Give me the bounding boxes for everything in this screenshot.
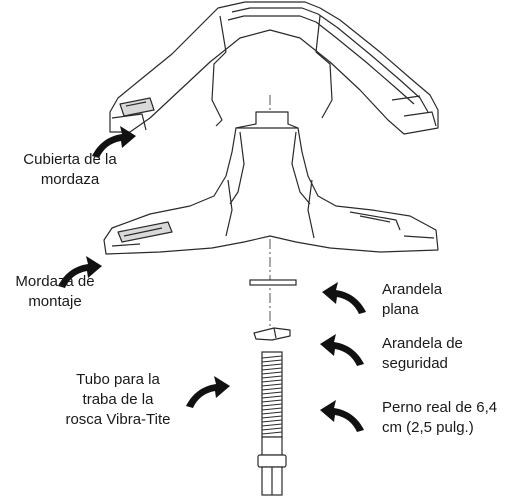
- bolt-thread-line: [261, 423, 283, 427]
- bolt-thread-line: [261, 387, 283, 391]
- bolt-thread-line: [261, 379, 283, 383]
- bolt-thread-line: [261, 375, 283, 379]
- bolt-thread-line: [261, 371, 283, 375]
- bolt-thread-line: [261, 411, 283, 415]
- bolt-thread-line: [261, 395, 283, 399]
- flat-washer-part: [249, 279, 297, 286]
- lock-washer-part: [253, 327, 291, 341]
- bolt-thread-line: [261, 403, 283, 407]
- arrow-mounting-jaw: [58, 256, 102, 288]
- bolt-thread-line: [261, 407, 283, 411]
- bolt-thread-line: [261, 359, 283, 363]
- arrow-lock-washer: [320, 334, 364, 366]
- label-threadlock-tube: Tubo para la traba de la rosca Vibra-Tit…: [65, 371, 171, 428]
- bolt-part: [257, 351, 287, 496]
- mounting-jaw-part: [103, 111, 439, 255]
- jaw-cover-part: [109, 1, 439, 135]
- label-lock-washer: Arandela de seguridad: [382, 335, 463, 372]
- arrow-bolt: [320, 400, 364, 432]
- bolt-thread-line: [261, 383, 283, 387]
- bolt-thread-line: [261, 399, 283, 403]
- arrow-flat-washer: [322, 282, 366, 314]
- bolt-thread-line: [261, 363, 283, 367]
- label-flat-washer: Arandela plana: [382, 281, 443, 318]
- bolt-thread-line: [261, 419, 283, 423]
- bolt-thread-line: [261, 415, 283, 419]
- bolt-thread-line: [261, 367, 283, 371]
- bolt-thread-line: [261, 355, 283, 359]
- bolt-thread-line: [261, 427, 283, 431]
- bolt-thread-line: [261, 431, 283, 435]
- label-mounting-jaw: Mordaza de montaje: [15, 273, 95, 310]
- arrow-jaw-cover: [92, 126, 136, 158]
- bolt-thread-line: [261, 391, 283, 395]
- label-bolt: Perno real de 6,4 cm (2,5 pulg.): [382, 399, 498, 436]
- label-jaw-cover: Cubierta de la mordaza: [23, 151, 117, 188]
- arrow-threadlock-tube: [186, 376, 230, 408]
